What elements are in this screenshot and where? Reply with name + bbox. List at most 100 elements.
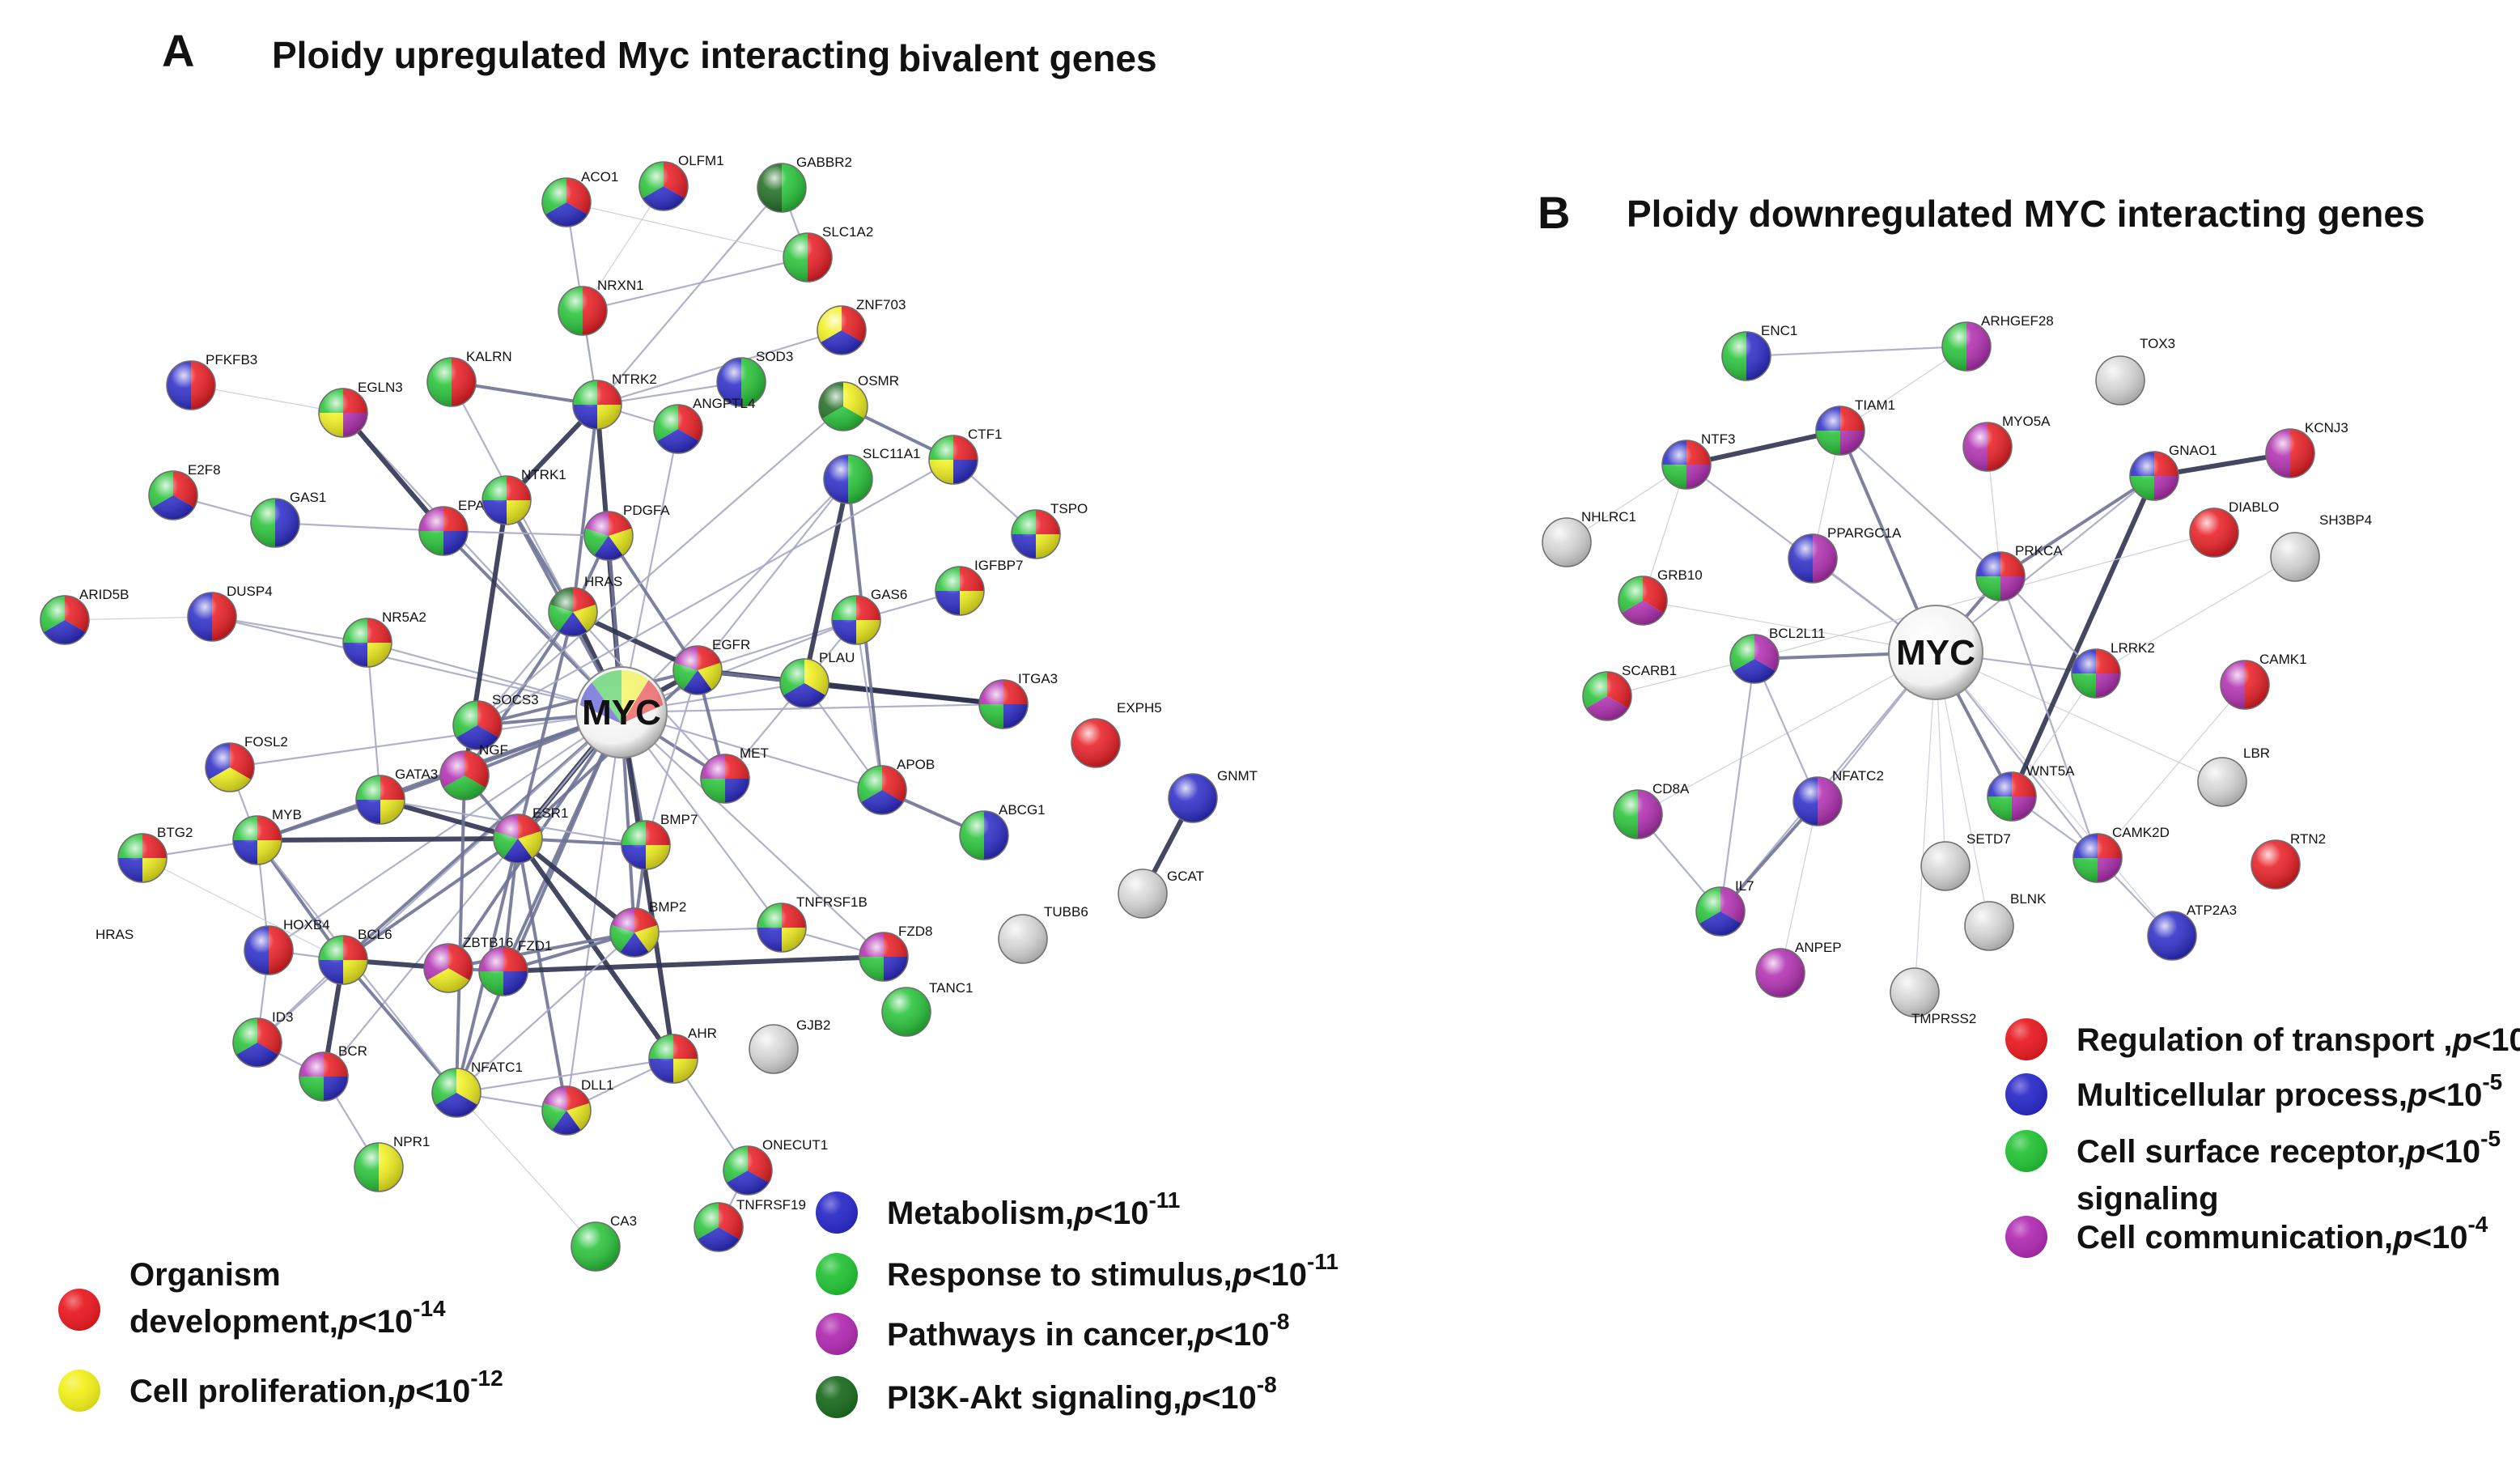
net-b-node-anpep[interactable]: ANPEP xyxy=(1755,940,1842,998)
net-b-node-kcnj3[interactable]: KCNJ3 xyxy=(2265,420,2348,478)
net-b-node-enc1[interactable]: ENC1 xyxy=(1721,323,1797,381)
net-a-node-ntrk2[interactable]: NTRK2 xyxy=(572,372,657,430)
net-b-node-tmprss2[interactable]: TMPRSS2 xyxy=(1890,967,1976,1026)
net-a-node-egln3[interactable]: EGLN3 xyxy=(318,380,403,438)
net-a-node-gnmt[interactable]: GNMT xyxy=(1168,768,1258,823)
net-b-node-blnk[interactable]: BLNK xyxy=(1964,891,2047,951)
net-b-node-camk2d[interactable]: CAMK2D xyxy=(2072,825,2170,883)
net-a-node-npr1[interactable]: NPR1 xyxy=(354,1134,430,1192)
net-a-node-ahr[interactable]: AHR xyxy=(648,1026,717,1084)
net-a-node-tanc1[interactable]: TANC1 xyxy=(881,980,973,1037)
net-a-node-olfm1[interactable]: OLFM1 xyxy=(638,153,724,211)
net-a-node-ctf1[interactable]: CTF1 xyxy=(928,427,1003,485)
net-b-node-diablo[interactable]: DIABLO xyxy=(2189,499,2279,558)
net-a-node-nfatc1[interactable]: NFATC1 xyxy=(431,1060,523,1118)
net-b-node-prkca[interactable]: PRKCA xyxy=(1975,543,2063,601)
net-a-node-apob[interactable]: APOB xyxy=(857,757,935,815)
net-a-node-tubb6[interactable]: TUBB6 xyxy=(998,904,1088,964)
net-a-node-hras[interactable]: HRAS xyxy=(548,574,622,637)
net-b-node-atp2a3[interactable]: ATP2A3 xyxy=(2147,903,2237,961)
net-a-node-abcg1[interactable]: ABCG1 xyxy=(959,802,1046,860)
net-b-node-sh3bp4[interactable]: SH3BP4 xyxy=(2270,512,2372,582)
net-a-node-gas1[interactable]: GAS1 xyxy=(250,490,326,548)
net-a-node-sod3[interactable]: SOD3 xyxy=(716,349,793,407)
net-b-node-arhgef28[interactable]: ARHGEF28 xyxy=(1941,313,2054,372)
net-b-node-camk1[interactable]: CAMK1 xyxy=(2220,652,2307,710)
net-a-node-esr1[interactable]: ESR1 xyxy=(493,805,568,864)
net-a-node-arid5b[interactable]: ARID5B xyxy=(40,587,129,645)
net-a-node-slc1a2[interactable]: SLC1A2 xyxy=(783,224,873,282)
net-b-node-ppargc1a[interactable]: PPARGC1A xyxy=(1788,525,1902,584)
net-b-node-nfatc2[interactable]: NFATC2 xyxy=(1792,768,1884,826)
net-a-node-nr5a2[interactable]: NR5A2 xyxy=(342,610,426,668)
net-b-node-rtn2[interactable]: RTN2 xyxy=(2251,831,2326,890)
net-b-hub-myc[interactable]: MYC xyxy=(1888,605,1983,700)
net-b-node-ntf3-outline xyxy=(1661,440,1712,490)
net-a-node-pdgfa[interactable]: PDGFA xyxy=(583,503,670,561)
net-a-node-pfkfb3[interactable]: PFKFB3 xyxy=(166,352,257,410)
net-b-node-tox3[interactable]: TOX3 xyxy=(2095,336,2175,406)
net-b-node-lrrk2[interactable]: LRRK2 xyxy=(2071,640,2155,699)
net-b-node-tiam1[interactable]: TIAM1 xyxy=(1815,397,1895,456)
net-a-node-label-gjb2: GJB2 xyxy=(796,1017,831,1033)
net-b-node-myo5a[interactable]: MYO5A xyxy=(1962,414,2051,472)
net-b-node-wnt5a[interactable]: WNT5A xyxy=(1987,763,2075,822)
net-a-node-zbtb16[interactable]: ZBTB16 xyxy=(423,935,513,993)
net-a-node-egfr[interactable]: EGFR xyxy=(672,637,750,695)
net-a-node-ntrk1[interactable]: NTRK1 xyxy=(482,467,566,525)
net-a-node-znf703[interactable]: ZNF703 xyxy=(817,297,906,355)
net-a-node-osmr[interactable]: OSMR xyxy=(818,373,899,431)
net-b-node-scarb1[interactable]: SCARB1 xyxy=(1582,663,1677,721)
net-a-node-hoxb4[interactable]: HOXB4 xyxy=(244,917,330,975)
net-a-node-tspo[interactable]: TSPO xyxy=(1011,501,1088,559)
net-b-node-setd7[interactable]: SETD7 xyxy=(1920,831,2011,891)
net-a-node-plau[interactable]: PLAU xyxy=(779,650,855,708)
net-a-node-met[interactable]: MET xyxy=(700,745,769,804)
net-b-node-lbr[interactable]: LBR xyxy=(2197,745,2270,807)
net-a-node-igfbp7[interactable]: IGFBP7 xyxy=(935,558,1023,616)
net-b-node-bcl2l11[interactable]: BCL2L11 xyxy=(1729,626,1826,684)
net-a-node-onecut1[interactable]: ONECUT1 xyxy=(723,1137,828,1196)
net-a-node-ngf[interactable]: NGF xyxy=(439,742,508,801)
net-a-node-myb[interactable]: MYB xyxy=(232,807,302,865)
net-a-node-socs3[interactable]: SOCS3 xyxy=(452,692,539,750)
net-a-node-gcat[interactable]: GCAT xyxy=(1118,869,1204,919)
net-a-node-fosl2[interactable]: FOSL2 xyxy=(205,734,288,792)
net-a-node-fzd1[interactable]: FZD1 xyxy=(478,938,553,996)
net-a-node-bmp2[interactable]: BMP2 xyxy=(609,899,686,958)
net-b-node-grb10[interactable]: GRB10 xyxy=(1618,567,1703,626)
net-b-node-nhlrc1[interactable]: NHLRC1 xyxy=(1542,509,1636,567)
net-a-node-kalrn[interactable]: KALRN xyxy=(426,349,512,407)
net-b-node-il7[interactable]: IL7 xyxy=(1695,878,1754,937)
net-a-node-slc11a1[interactable]: SLC11A1 xyxy=(823,446,921,504)
net-a-node-e2f8[interactable]: E2F8 xyxy=(148,462,221,520)
net-a-node-znf703-outline xyxy=(817,305,867,355)
net-a-node-angptl4[interactable]: ANGPTL4 xyxy=(653,396,755,454)
net-a-node-tnfrsf1b[interactable]: TNFRSF1B xyxy=(757,894,868,953)
net-a-node-dusp4[interactable]: DUSP4 xyxy=(187,584,273,642)
net-a-node-id3[interactable]: ID3 xyxy=(232,1009,293,1068)
net-a-node-itga3[interactable]: ITGA3 xyxy=(978,671,1058,729)
net-a-node-btg2[interactable]: BTG2 xyxy=(117,825,193,883)
net-a-node-bcl6[interactable]: BCL6 xyxy=(318,927,392,985)
net-b-node-cd8a[interactable]: CD8A xyxy=(1613,781,1690,839)
net-a-edge-esr1-bcl6 xyxy=(342,837,520,962)
net-a-node-gas6[interactable]: GAS6 xyxy=(831,587,907,645)
net-a-node-gjb2[interactable]: GJB2 xyxy=(749,1017,831,1074)
net-a-node-bcr[interactable]: BCR xyxy=(299,1043,367,1102)
net-a-node-exph5[interactable]: EXPH5 xyxy=(1071,700,1162,768)
net-a-node-bmp7[interactable]: BMP7 xyxy=(621,812,698,870)
net-a-node-fzd8[interactable]: FZD8 xyxy=(859,924,933,982)
net-a-hub-myc[interactable]: MYC xyxy=(575,666,668,758)
net-a-node-ca3[interactable]: CA3 xyxy=(571,1213,637,1272)
net-b-node-ntf3[interactable]: NTF3 xyxy=(1661,431,1736,490)
net-b-node-gnao1[interactable]: GNAO1 xyxy=(2129,443,2217,501)
net-a-node-gabbr2[interactable]: GABBR2 xyxy=(757,155,852,213)
net-a-node-aco1[interactable]: ACO1 xyxy=(541,169,618,227)
net-a-node-nrxn1[interactable]: NRXN1 xyxy=(558,278,644,336)
net-a-node-bcl6-outline xyxy=(318,935,368,985)
net-a-node-gata3[interactable]: GATA3 xyxy=(355,767,438,825)
net-a-node-tnfrsf19[interactable]: TNFRSF19 xyxy=(694,1197,806,1252)
net-a-node-dll1[interactable]: DLL1 xyxy=(541,1077,614,1136)
